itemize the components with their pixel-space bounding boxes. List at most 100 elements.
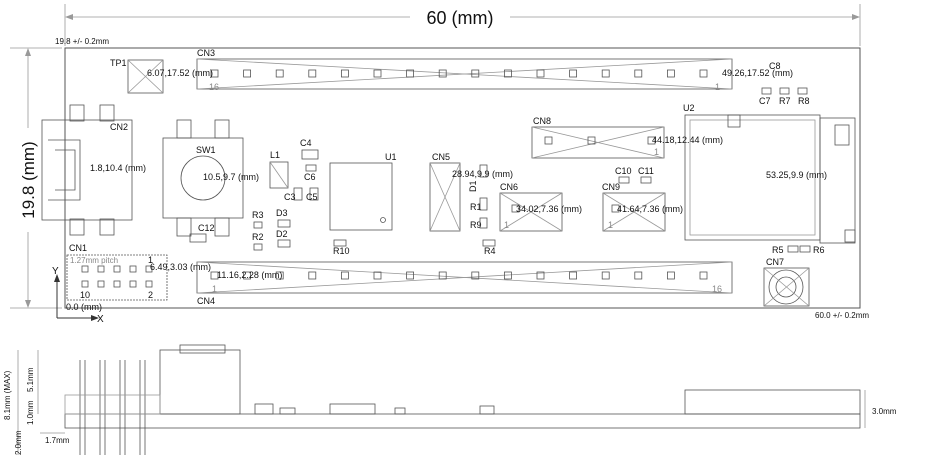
dim-5-label: 5.1mm (26, 367, 35, 392)
cn9-coord: 41.64,7.36 (mm) (617, 204, 683, 214)
y-axis-label: Y (52, 266, 59, 277)
d1-label: D1 (468, 180, 478, 192)
height-tolerance: 19.8 +/- 0.2mm (55, 37, 109, 46)
c10-c11: C10 C11 (615, 166, 654, 184)
cn1-pin-pad (145, 280, 153, 288)
cn4-pin-pad (406, 271, 415, 280)
c5-label: C5 (306, 192, 318, 202)
cn4-pin-pad (340, 271, 349, 280)
c11-label: C11 (638, 166, 654, 176)
cn3-pin1: 1 (715, 82, 720, 92)
cn3-pin-pad (536, 69, 545, 78)
c3-c6-cluster: C4 C6 C3 C5 (284, 138, 319, 202)
cn1-coord: 6.49,3.03 (mm) (150, 262, 211, 272)
cn1-pin10: 10 (80, 290, 90, 300)
cn4-pin-pad (210, 271, 219, 280)
cn2-coord: 1.8,10.4 (mm) (90, 163, 146, 173)
c7-label: C7 (759, 96, 771, 106)
cn1-pin-pad (113, 265, 121, 273)
cn2-usb-connector: CN2 1.8,10.4 (mm) (41, 104, 146, 236)
cn3-pin16: 16 (209, 82, 219, 92)
r5-label: R5 (772, 245, 784, 255)
cn4-pin-pad (667, 271, 675, 280)
cn8-connector: CN8 1 44.18,12.44 (mm) (531, 116, 723, 159)
cn4-pin-pad (373, 271, 382, 280)
origin-axes: Y X 0.0 (mm) (52, 266, 104, 325)
cn4-pin-pad (275, 271, 284, 280)
cn3-pin-pad (373, 69, 382, 78)
r6-label: R6 (813, 245, 825, 255)
cn1-pin-pad (81, 265, 89, 273)
thickness-label: 3.0mm (872, 407, 897, 416)
c10-label: C10 (615, 166, 632, 176)
r9-label: R9 (470, 220, 482, 230)
cn1-connector: 1.27mm pitch 1 2 10 CN1 6.49,3.03 (mm) (66, 243, 211, 301)
cn8-pin1: 1 (654, 147, 659, 157)
x-axis-label: X (97, 314, 104, 325)
cn9-label: CN9 (602, 182, 620, 192)
board-outline (64, 47, 861, 309)
c3-label: C3 (284, 192, 296, 202)
cn3-pin-pad (601, 69, 610, 78)
cn3-pin-pad (340, 69, 349, 78)
dim-2-label: 2.0mm (14, 430, 23, 455)
cn1-pin-pad (113, 280, 121, 288)
c7-c8-r7-r8: C8 C7 R7 R8 (759, 61, 810, 106)
cn1-pin2: 2 (148, 290, 153, 300)
c4-label: C4 (300, 138, 312, 148)
width-label: 60 (mm) (427, 8, 494, 28)
cn4-pin-pad (601, 271, 610, 280)
cn1-pin-pad (129, 280, 137, 288)
tp1-coord: 6.07,17.52 (mm) (147, 68, 213, 78)
cn3-pin-pad (275, 69, 284, 78)
r1-label: R1 (470, 202, 482, 212)
cn3-coord: 49.26,17.52 (mm) (722, 68, 793, 78)
u2-label: U2 (683, 103, 695, 113)
cn3-pin-pad (438, 69, 447, 78)
d2-label: D2 (276, 229, 288, 239)
r8-label: R8 (798, 96, 810, 106)
origin-label: 0.0 (mm) (66, 302, 102, 312)
r10-label: R10 (333, 246, 350, 256)
cn5-coord: 28.94,9.9 (mm) (452, 169, 513, 179)
cn3-label: CN3 (197, 48, 215, 58)
cn4-pin-pad (438, 271, 447, 280)
cn9-connector: CN9 1 41.64,7.36 (mm) (602, 182, 683, 232)
u2-module: U2 53.25,9.9 (mm) (683, 103, 856, 244)
cn3-pin-pad (471, 69, 480, 78)
dim-1-label: 1.0mm (26, 400, 35, 425)
sw1-coord: 10.5,9.7 (mm) (203, 172, 259, 182)
cn5-label: CN5 (432, 152, 450, 162)
cn4-pin-pad (569, 271, 577, 280)
width-dimension: 60 (mm) (64, 4, 861, 46)
sw1-switch: SW1 10.5,9.7 (mm) (162, 119, 259, 237)
r5-r6: R5 R6 (772, 245, 825, 255)
cn3-pin-pad (243, 69, 252, 78)
cn4-pin-pad (536, 271, 545, 280)
cn4-pin-pad (699, 271, 708, 280)
cn1-pin-pad (97, 280, 105, 288)
r7-label: R7 (779, 96, 791, 106)
l1-inductor: L1 (269, 150, 289, 189)
cn3-pin-pad (634, 69, 643, 78)
cn6-pin1: 1 (504, 220, 509, 230)
cn4-pin-pad (471, 271, 480, 280)
cn1-label: CN1 (69, 243, 87, 253)
d1-r1-r9-r4: D1 R1 R9 R4 (468, 164, 496, 256)
u1-label: U1 (385, 152, 397, 162)
r3-label: R3 (252, 210, 264, 220)
cn9-pin1: 1 (608, 220, 613, 230)
u2-coord: 53.25,9.9 (mm) (766, 170, 827, 180)
l1-label: L1 (270, 150, 280, 160)
cn8-coord: 44.18,12.44 (mm) (652, 135, 723, 145)
cn1-pin-pad (145, 265, 153, 273)
cn1-pin1: 1 (148, 255, 153, 265)
cn4-coord: 11.16,2.28 (mm) (217, 270, 282, 280)
c8-label: C8 (769, 61, 781, 71)
cn6-label: CN6 (500, 182, 518, 192)
r4-label: R4 (484, 246, 496, 256)
cn3-pin-pad (569, 69, 577, 78)
cn6-coord: 34.02,7.36 (mm) (516, 204, 582, 214)
